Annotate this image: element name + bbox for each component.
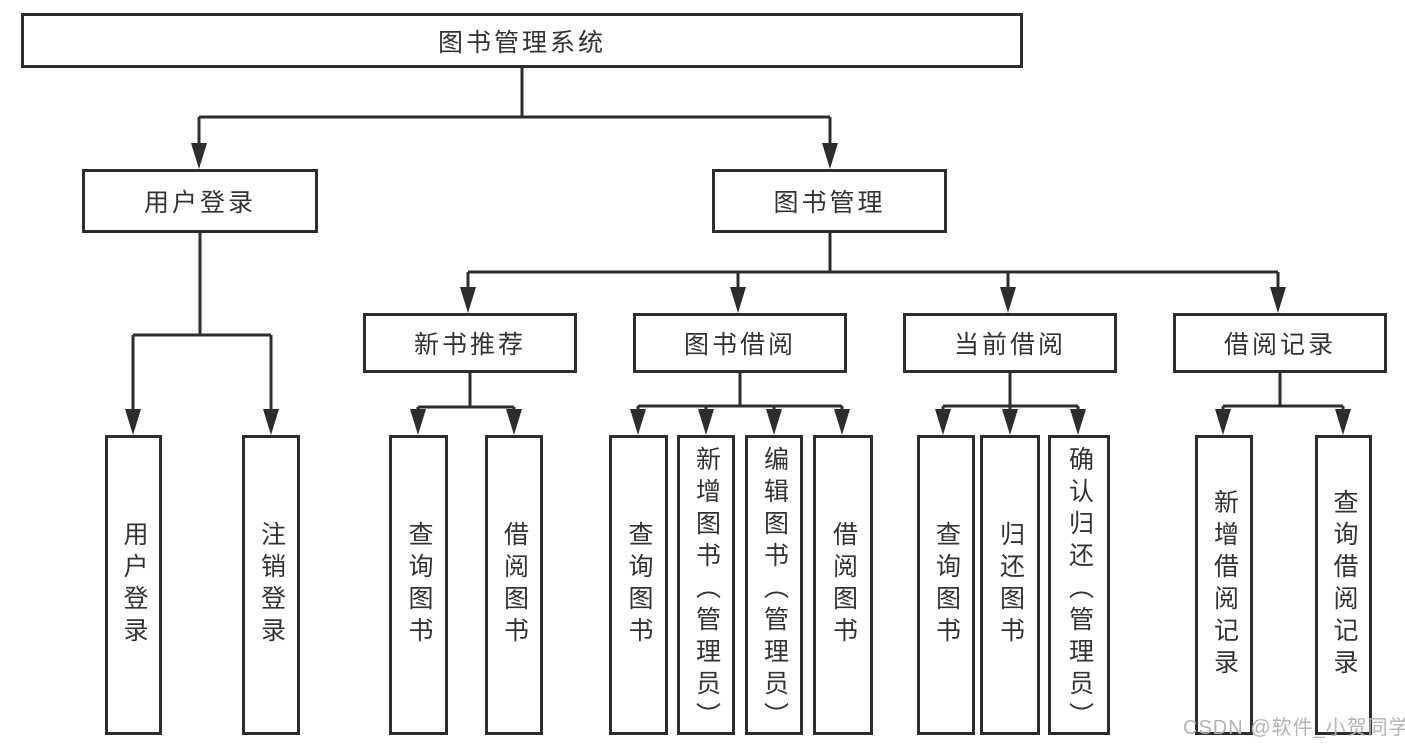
- arrow-down-icon: [1000, 287, 1016, 313]
- arrow-down-icon: [630, 409, 646, 435]
- csdn-watermark: CSDN @软件_小贺同学: [1183, 717, 1405, 739]
- node-borrowing-records: 借阅记录: [1173, 313, 1387, 373]
- leaf-logout: 注销登录: [242, 435, 300, 735]
- node-user-login: 用户登录: [82, 169, 318, 233]
- arrow-down-icon: [506, 409, 522, 435]
- arrow-down-icon: [460, 287, 476, 313]
- connector-root-to-level2: [191, 68, 838, 169]
- connector-book-management-branch: [460, 233, 1286, 313]
- leaf-query-borrow-record: 查询借阅记录: [1315, 435, 1372, 735]
- node-new-book-recommend: 新书推荐: [363, 313, 577, 373]
- arrow-down-icon: [1002, 409, 1018, 435]
- connector-current-borrowing-branch: [935, 373, 1086, 435]
- arrow-down-icon: [935, 409, 951, 435]
- leaf-edit-books-admin: 编辑图书（管理员）: [745, 435, 803, 735]
- arrow-down-icon: [1335, 409, 1351, 435]
- arrow-down-icon: [834, 409, 850, 435]
- leaf-confirm-return-admin: 确认归还（管理员）: [1048, 435, 1110, 735]
- leaf-add-books-admin: 新增图书（管理员）: [677, 435, 735, 735]
- arrow-down-icon: [125, 409, 141, 435]
- arrow-down-icon: [698, 409, 714, 435]
- node-book-borrowing: 图书借阅: [633, 313, 847, 373]
- arrow-down-icon: [263, 409, 279, 435]
- leaf-query-books-current: 查询图书: [917, 435, 975, 735]
- arrow-down-icon: [1215, 409, 1231, 435]
- leaf-query-books-borrowing: 查询图书: [609, 435, 668, 735]
- node-current-borrowing: 当前借阅: [903, 313, 1117, 373]
- leaf-borrow-books-borrowing: 借阅图书: [813, 435, 873, 735]
- connector-new-book-recommend-branch: [410, 373, 522, 435]
- arrow-down-icon: [1070, 409, 1086, 435]
- connector-borrowing-records-branch: [1215, 373, 1351, 435]
- node-book-management: 图书管理: [712, 169, 947, 233]
- node-library-management-system: 图书管理系统: [21, 13, 1023, 68]
- arrow-down-icon: [766, 409, 782, 435]
- arrow-down-icon: [822, 143, 838, 169]
- arrow-down-icon: [730, 287, 746, 313]
- leaf-add-borrow-record: 新增借阅记录: [1195, 435, 1253, 735]
- connector-book-borrowing-branch: [630, 373, 850, 435]
- leaf-query-books-recommend: 查询图书: [389, 435, 448, 735]
- arrow-down-icon: [1270, 287, 1286, 313]
- arrow-down-icon: [191, 143, 207, 169]
- leaf-return-books: 归还图书: [980, 435, 1040, 735]
- leaf-borrow-books-recommend: 借阅图书: [485, 435, 543, 735]
- leaf-user-login: 用户登录: [105, 435, 162, 735]
- connector-user-login-branch: [125, 233, 279, 435]
- arrow-down-icon: [410, 409, 426, 435]
